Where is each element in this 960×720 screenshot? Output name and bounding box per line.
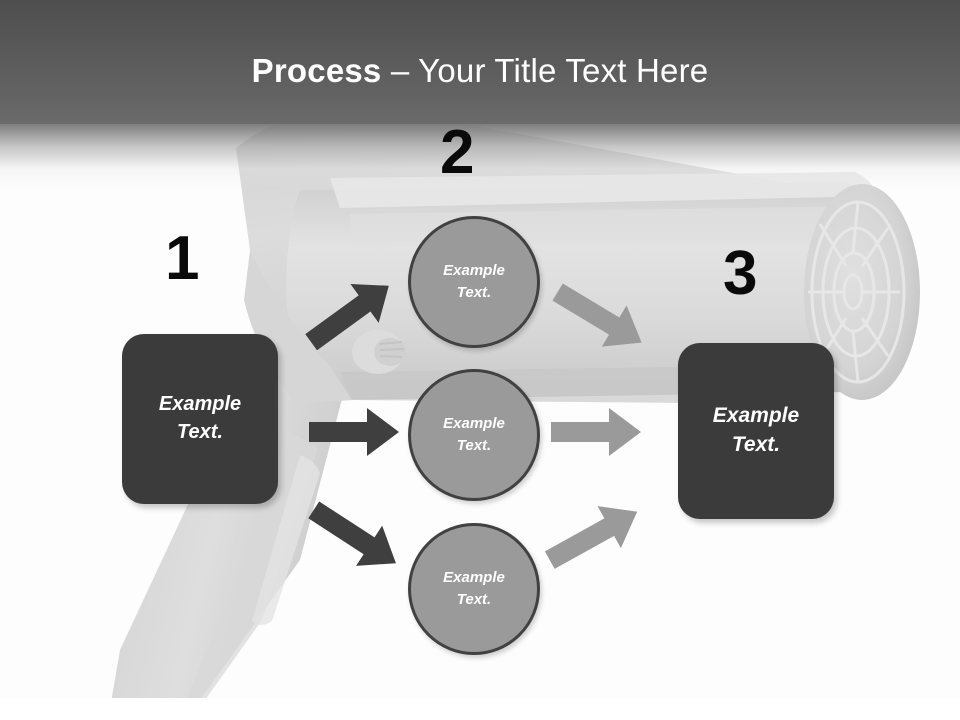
process-box-step-1-line1: Example	[158, 393, 242, 416]
bottom-white-strip	[0, 698, 960, 720]
arrow-circle-top-to-box3	[545, 278, 657, 356]
step-number-3: 3	[723, 239, 758, 308]
process-circle-bottom-line2: Text.	[456, 591, 492, 608]
page-title: Process – Your Title Text Here	[0, 52, 960, 90]
process-box-step-1[interactable]: Example Text.	[122, 334, 278, 504]
process-circle-top[interactable]: Example Text.	[408, 216, 540, 348]
arrow-box1-to-circle-middle	[307, 400, 403, 464]
process-circle-bottom[interactable]: Example Text.	[408, 523, 540, 655]
arrow-box1-to-circle-top	[296, 278, 404, 350]
header-band	[0, 0, 960, 124]
header-gradient-fade	[0, 124, 960, 188]
page-title-rest: – Your Title Text Here	[381, 52, 709, 89]
process-circle-middle[interactable]: Example Text.	[408, 369, 540, 501]
process-box-step-3-line1: Example	[712, 404, 800, 428]
page-title-bold: Process	[251, 52, 382, 89]
arrow-box1-to-circle-bottom	[298, 498, 410, 574]
step-number-1: 1	[165, 224, 200, 293]
step-number-2: 2	[440, 118, 475, 187]
arrow-circle-bottom-to-box3	[535, 495, 651, 575]
process-box-step-3-line2: Text.	[731, 433, 781, 456]
process-circle-top-line1: Example	[443, 261, 505, 279]
process-circle-middle-line2: Text.	[456, 437, 492, 454]
process-box-step-1-line2: Text.	[177, 421, 223, 443]
process-box-step-3[interactable]: Example Text.	[678, 343, 834, 519]
process-circle-bottom-line1: Example	[443, 568, 505, 586]
arrow-circle-middle-to-box3	[549, 400, 645, 464]
process-circle-middle-line1: Example	[443, 414, 505, 432]
process-circle-top-line2: Text.	[456, 284, 492, 301]
